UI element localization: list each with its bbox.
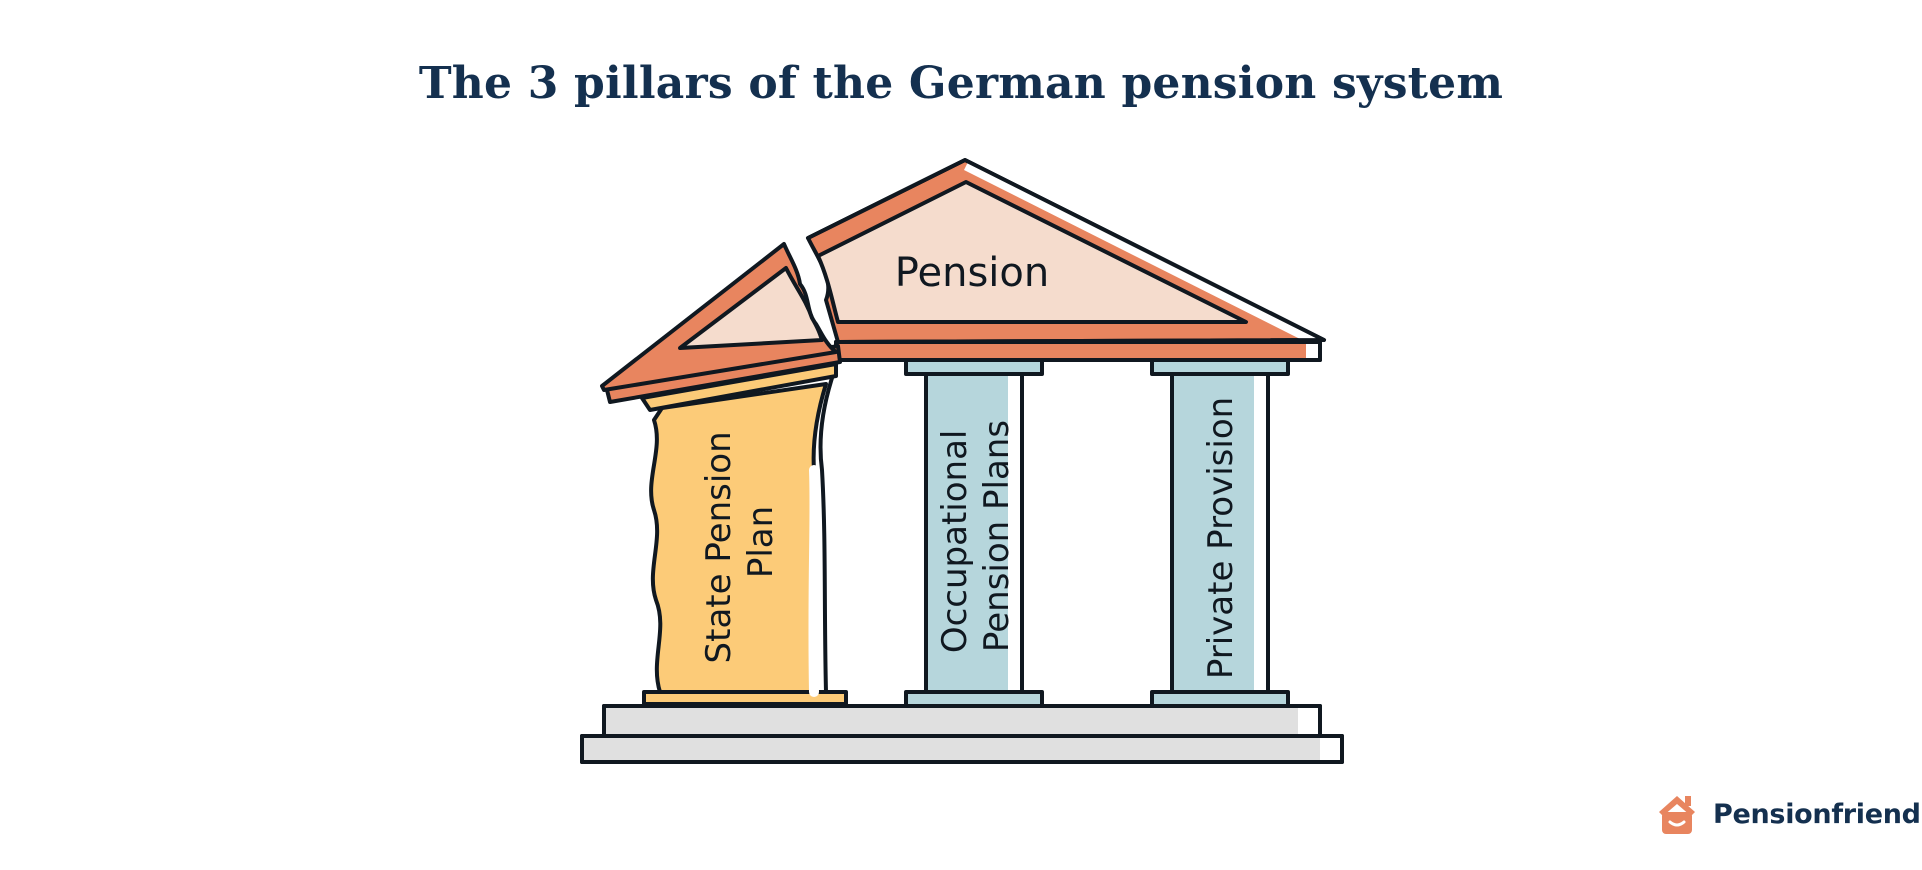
pillar-label-state: State Pension Plan (699, 421, 781, 664)
brand-name: Pensionfriend (1713, 798, 1921, 830)
pillar-label-private: Private Provision (1201, 397, 1241, 679)
pillar-label-private-line1: Private Provision (1201, 397, 1241, 679)
roof-main (806, 158, 1326, 362)
house-smile-icon (1659, 796, 1695, 834)
roof-pension-label: Pension (895, 250, 1049, 296)
pillar-label-state-line2: Plan (741, 506, 781, 578)
private-provision-pillar (1150, 358, 1290, 708)
pillar-label-occupational-line1: Occupational (935, 430, 975, 654)
temple-base (580, 704, 1344, 764)
pillar-label-occupational-line2: Pension Plans (977, 420, 1017, 652)
roof-broken-piece (600, 242, 842, 412)
brand-logo: Pensionfriend (1655, 792, 1921, 836)
page-title: The 3 pillars of the German pension syst… (418, 58, 1504, 109)
pillar-label-state-line1: State Pension (699, 431, 739, 663)
state-pension-pillar (642, 376, 848, 706)
pillar-label-occupational: Occupational Pension Plans (935, 419, 1017, 653)
occupational-pension-pillar (904, 358, 1044, 708)
